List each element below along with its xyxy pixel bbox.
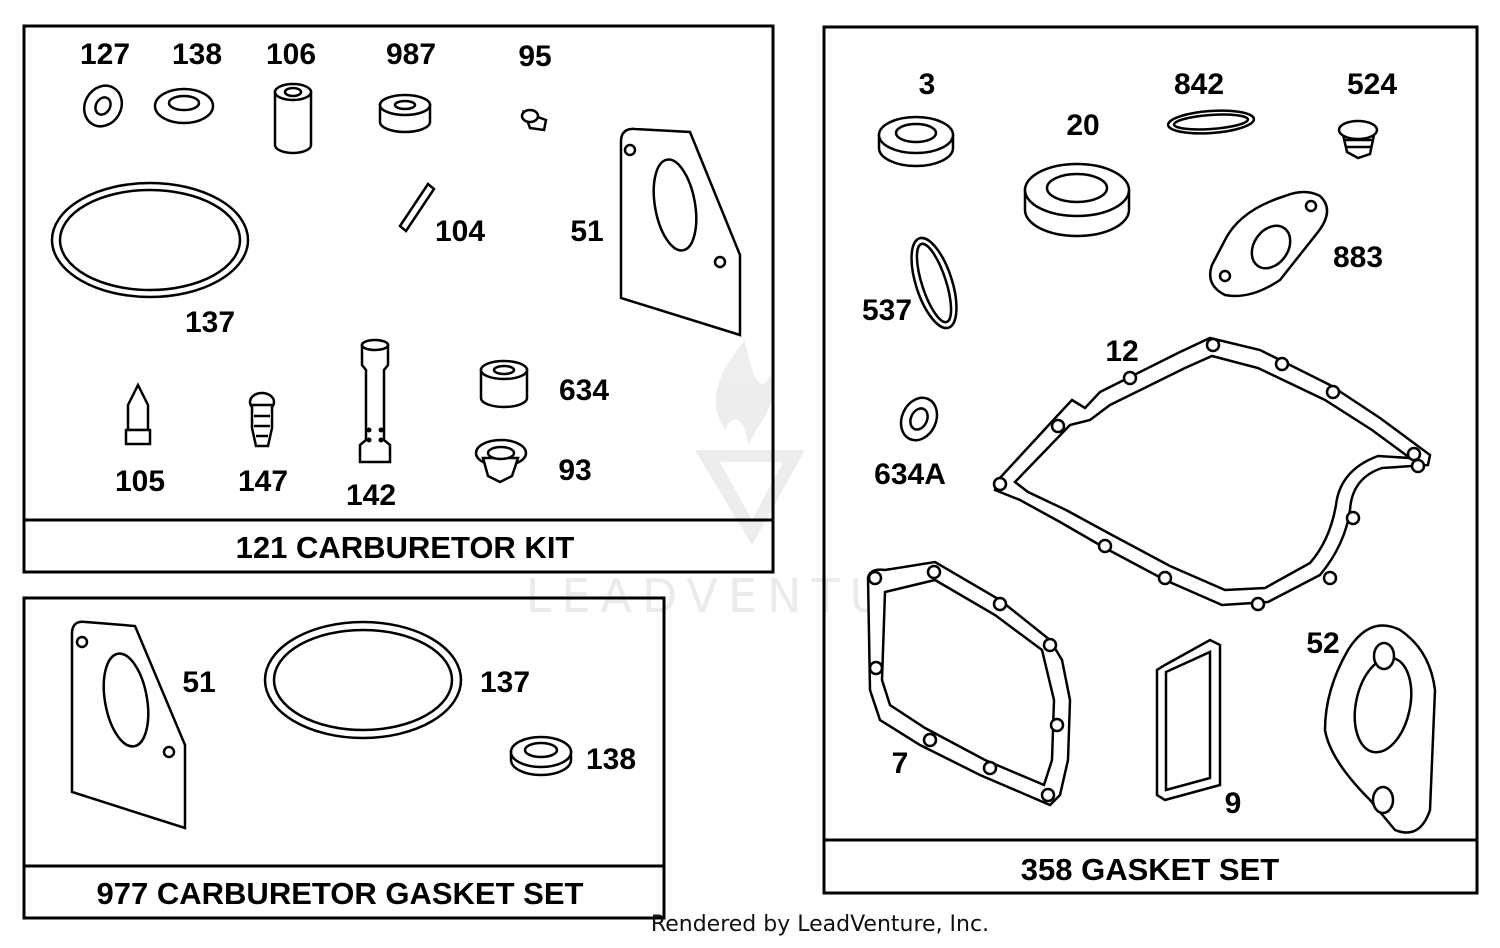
label-95: 95 <box>518 40 551 73</box>
gasket-set-title: 358 GASKET SET <box>1021 852 1279 887</box>
gasket-set-panel: 358 GASKET SET <box>822 25 1479 895</box>
label-104: 104 <box>435 215 485 248</box>
part-138-seal <box>509 735 573 777</box>
label-9: 9 <box>1225 787 1242 820</box>
label-524: 524 <box>1347 68 1397 101</box>
carburetor-kit-panel: 121 CARBURETOR KIT <box>22 24 775 574</box>
label-51: 51 <box>570 215 603 248</box>
part-95-screw <box>520 108 548 132</box>
part-106-bushing <box>273 82 313 155</box>
watermark-v-icon <box>695 450 805 545</box>
part-104-pin <box>398 182 436 233</box>
label-51: 51 <box>182 666 215 699</box>
label-137: 137 <box>480 666 530 699</box>
label-883: 883 <box>1333 241 1383 274</box>
label-7: 7 <box>892 747 909 780</box>
label-20: 20 <box>1066 109 1099 142</box>
label-138: 138 <box>172 38 222 71</box>
part-634-bushing <box>479 359 529 409</box>
part-634A-seal <box>899 396 939 442</box>
part-12-crankcase-gasket <box>992 336 1432 612</box>
label-12: 12 <box>1105 335 1138 368</box>
part-9-gasket <box>1155 638 1222 802</box>
carburetor-gasket-set-panel: 977 CARBURETOR GASKET SET 51 137 138 <box>22 596 666 920</box>
carburetor-kit-title: 121 CARBURETOR KIT <box>236 530 575 565</box>
label-987: 987 <box>386 38 436 71</box>
part-3-oil-seal <box>877 115 955 168</box>
part-883-gasket <box>1208 190 1329 298</box>
label-142: 142 <box>346 479 396 512</box>
label-93: 93 <box>558 454 591 487</box>
label-138: 138 <box>586 743 636 776</box>
label-127: 127 <box>80 38 130 71</box>
label-634: 634 <box>559 374 609 407</box>
label-147: 147 <box>238 465 288 498</box>
part-7-cover-gasket <box>866 560 1072 807</box>
part-137-o-ring <box>50 181 250 299</box>
part-137-o-ring <box>263 620 463 740</box>
part-524-plug <box>1337 119 1379 160</box>
label-634A: 634A <box>874 458 946 491</box>
label-137: 137 <box>185 306 235 339</box>
part-127-washer <box>82 84 124 128</box>
part-138-seal <box>153 87 215 125</box>
label-106: 106 <box>266 38 316 71</box>
label-537: 537 <box>862 294 912 327</box>
part-537-o-ring <box>910 236 958 330</box>
label-52: 52 <box>1306 627 1339 660</box>
part-842-o-ring <box>1166 109 1256 135</box>
part-51-gasket <box>70 620 187 830</box>
part-51-gasket <box>619 127 742 337</box>
part-105-needle <box>124 382 152 446</box>
part-93-plug <box>474 438 528 484</box>
part-147-screw <box>248 391 276 448</box>
carburetor-gasket-set-title: 977 CARBURETOR GASKET SET <box>97 876 584 911</box>
part-142-emulsion-tube <box>358 338 392 464</box>
label-105: 105 <box>115 465 165 498</box>
part-20-oil-seal <box>1023 162 1131 238</box>
label-3: 3 <box>919 68 936 101</box>
part-987-spacer <box>378 93 432 134</box>
footer-credit: Rendered by LeadVenture, Inc. <box>650 912 990 937</box>
watermark-flame-icon <box>715 340 773 445</box>
part-52-exhaust-gasket <box>1323 624 1437 834</box>
label-842: 842 <box>1174 68 1224 101</box>
